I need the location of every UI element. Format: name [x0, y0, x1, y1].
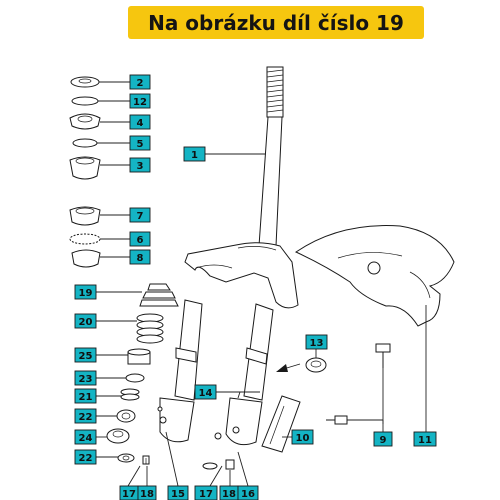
title-text: Na obrázku díl číslo 19	[148, 10, 404, 35]
callout-2: 2	[129, 74, 151, 90]
fork-crown	[184, 242, 299, 309]
svg-text:23: 23	[79, 374, 93, 385]
svg-text:8: 8	[137, 253, 144, 264]
svg-text:9: 9	[380, 435, 387, 446]
callout-13: 13	[305, 334, 328, 350]
callout-22-upper: 22	[74, 408, 97, 424]
part-10-cover	[261, 395, 301, 453]
svg-text:19: 19	[79, 288, 93, 299]
fork-leg-left	[157, 299, 203, 443]
callout-6: 6	[129, 231, 151, 247]
part-12-washer	[71, 96, 130, 106]
part-19-boot	[95, 283, 179, 307]
part-2-nut	[70, 76, 130, 88]
part-11-mudguard	[294, 225, 455, 432]
svg-text:7: 7	[137, 211, 144, 222]
svg-text:18: 18	[222, 489, 236, 500]
callout-23: 23	[74, 370, 97, 386]
svg-text:5: 5	[137, 139, 144, 150]
callout-24: 24	[74, 429, 97, 445]
svg-text:12: 12	[133, 97, 147, 108]
part-22-washer-upper	[95, 409, 136, 423]
callout-18-left: 18	[137, 485, 157, 500]
title-banner: Na obrázku díl číslo 19	[128, 6, 424, 39]
callout-4: 4	[129, 114, 151, 130]
part-24-bushing	[95, 428, 130, 444]
part-9-bolts	[326, 343, 391, 432]
svg-text:4: 4	[137, 118, 144, 129]
svg-text:15: 15	[171, 489, 185, 500]
svg-text:22: 22	[79, 453, 93, 464]
steering-stem	[205, 66, 284, 247]
callout-10: 10	[291, 429, 314, 445]
part-13-bushing	[276, 349, 327, 373]
svg-text:10: 10	[296, 433, 310, 444]
callout-17-right: 17	[194, 485, 218, 500]
svg-text:14: 14	[199, 388, 213, 399]
svg-text:21: 21	[79, 392, 93, 403]
part-4-cone	[69, 113, 130, 130]
callout-8: 8	[129, 249, 151, 265]
part-21-spring	[95, 388, 140, 401]
callout-25: 25	[74, 347, 97, 363]
part-7-cup	[69, 206, 130, 226]
svg-text:17: 17	[199, 489, 213, 500]
callout-5: 5	[129, 135, 151, 151]
svg-text:6: 6	[137, 235, 144, 246]
callout-7: 7	[129, 207, 151, 223]
svg-text:17: 17	[122, 489, 136, 500]
callout-20: 20	[74, 313, 97, 329]
part-23-collar	[95, 373, 145, 383]
callout-3: 3	[129, 157, 151, 173]
fork-hardware-lines	[165, 431, 249, 487]
callout-12: 12	[129, 93, 151, 109]
svg-text:22: 22	[79, 412, 93, 423]
callout-17-left: 17	[119, 485, 139, 500]
part-8-cone	[71, 249, 130, 268]
svg-text:11: 11	[418, 435, 432, 446]
svg-text:16: 16	[241, 489, 255, 500]
callout-14: 14	[194, 384, 217, 400]
svg-text:18: 18	[140, 489, 154, 500]
part-22-washer-lower	[95, 453, 135, 463]
part-3-cup	[69, 156, 130, 180]
part-25-bushing	[95, 348, 151, 365]
callout-22-lower: 22	[74, 449, 97, 465]
callout-1: 1	[183, 146, 206, 162]
svg-text:3: 3	[137, 161, 144, 172]
callout-19: 19	[74, 284, 97, 300]
svg-text:24: 24	[79, 433, 93, 444]
callout-9: 9	[373, 431, 393, 447]
svg-text:1: 1	[191, 150, 198, 161]
part-6-ball-bearing	[69, 233, 130, 245]
part-5-ring	[72, 138, 130, 148]
part-17-18-bolt-left	[127, 455, 150, 487]
svg-text:2: 2	[137, 78, 144, 89]
callout-11: 11	[413, 431, 437, 447]
callout-18-right: 18	[219, 485, 239, 500]
part-20-spring	[95, 313, 164, 344]
fork-leg-right	[195, 303, 274, 446]
svg-text:20: 20	[79, 317, 93, 328]
callout-16: 16	[237, 485, 259, 500]
svg-text:25: 25	[79, 351, 93, 362]
svg-text:13: 13	[310, 338, 324, 349]
callout-15: 15	[167, 485, 189, 500]
callout-21: 21	[74, 388, 97, 404]
